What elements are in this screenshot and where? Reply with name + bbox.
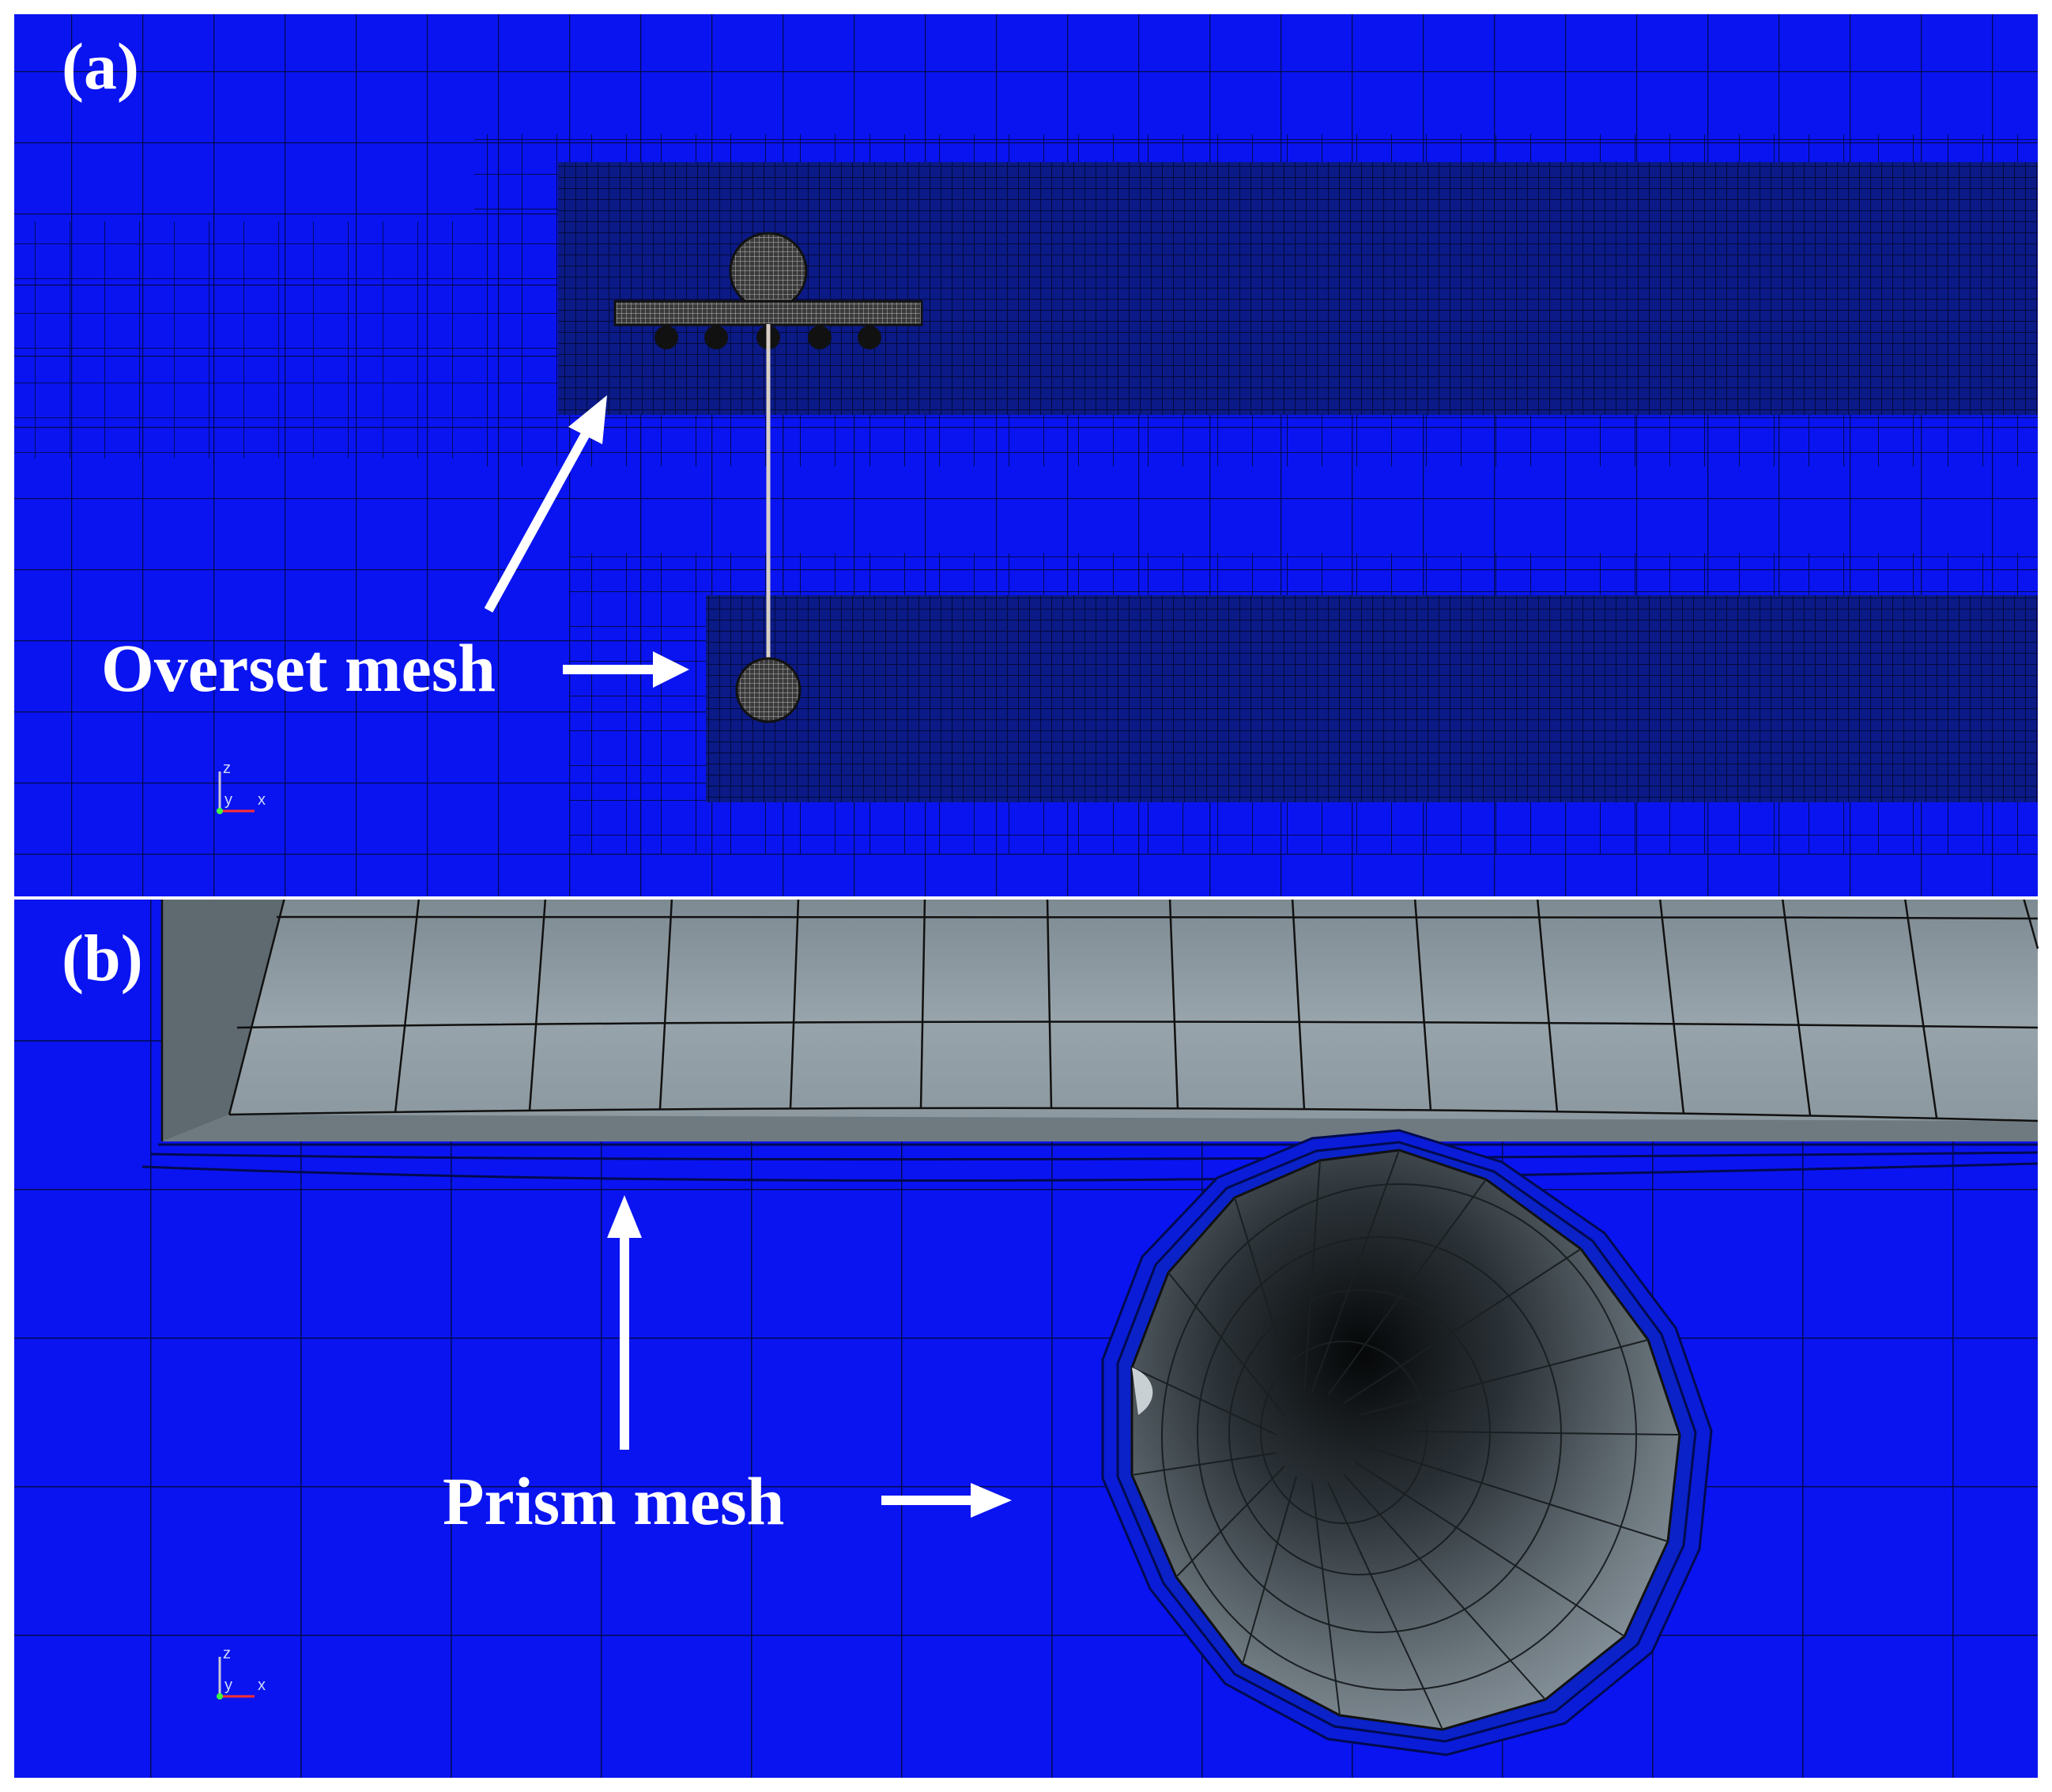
panel-a-label: (a) [62, 30, 139, 104]
hole-radial-grid [1131, 1149, 1680, 1730]
pipe-cross-section [1101, 1129, 1713, 1756]
pontoon-2 [704, 326, 728, 349]
axis-x-label: x [258, 1677, 266, 1694]
prism-mesh-annotation: Prism mesh [443, 1463, 784, 1539]
beam-prism-layers [141, 1143, 2039, 1183]
beam-end-face [162, 898, 285, 1141]
panel-a-medium-refinement-left [14, 221, 560, 458]
axis-y-label: y [224, 791, 232, 809]
axis-y-label: y [224, 1677, 232, 1694]
lower-refined-region-grid [706, 595, 2038, 802]
diagonal-arrow-head [568, 395, 607, 444]
pontoon-1 [654, 326, 678, 349]
vertical-arrow-head [607, 1195, 642, 1238]
diagonal-arrow-shaft [484, 421, 596, 613]
prism-layer-2 [149, 1151, 2039, 1161]
upper-refined-region-grid [558, 162, 2038, 415]
top-buoy [729, 232, 808, 311]
beam-top-face [162, 898, 2038, 1141]
overset-arrows [484, 395, 689, 688]
horizontal-arrow-head [653, 651, 689, 688]
panel-b: (b) Prism mesh z y x [14, 897, 2039, 1778]
pontoon-5 [858, 326, 881, 349]
panel-b-axis-triad: z y x [217, 1645, 266, 1700]
beam-bottom-edge [162, 1115, 2038, 1141]
panel-b-label: (b) [62, 922, 143, 995]
overset-mesh-annotation: Overset mesh [101, 630, 496, 706]
panel-a-axis-triad: z y x [217, 760, 266, 814]
panel-a: (a) Overset mesh z y x [14, 14, 2038, 898]
floating-structure [613, 232, 923, 723]
platform-deck [613, 300, 923, 326]
prism-arrows [607, 1195, 1012, 1518]
hole-wall [1130, 1149, 1681, 1731]
beam-surface [160, 897, 2039, 1141]
axis-x-label: x [258, 791, 266, 809]
pontoon-4 [808, 326, 832, 349]
axis-z-label: z [223, 760, 231, 777]
axis-z-label: z [223, 1645, 231, 1662]
axis-origin [217, 1693, 223, 1700]
hole-ring-grid [1161, 1183, 1637, 1691]
hole-inner-notch [1132, 1368, 1153, 1415]
right-arrow-head [971, 1483, 1012, 1518]
axis-origin [217, 808, 223, 814]
bottom-sphere [735, 657, 802, 723]
prism-layer-3 [141, 1162, 2039, 1183]
